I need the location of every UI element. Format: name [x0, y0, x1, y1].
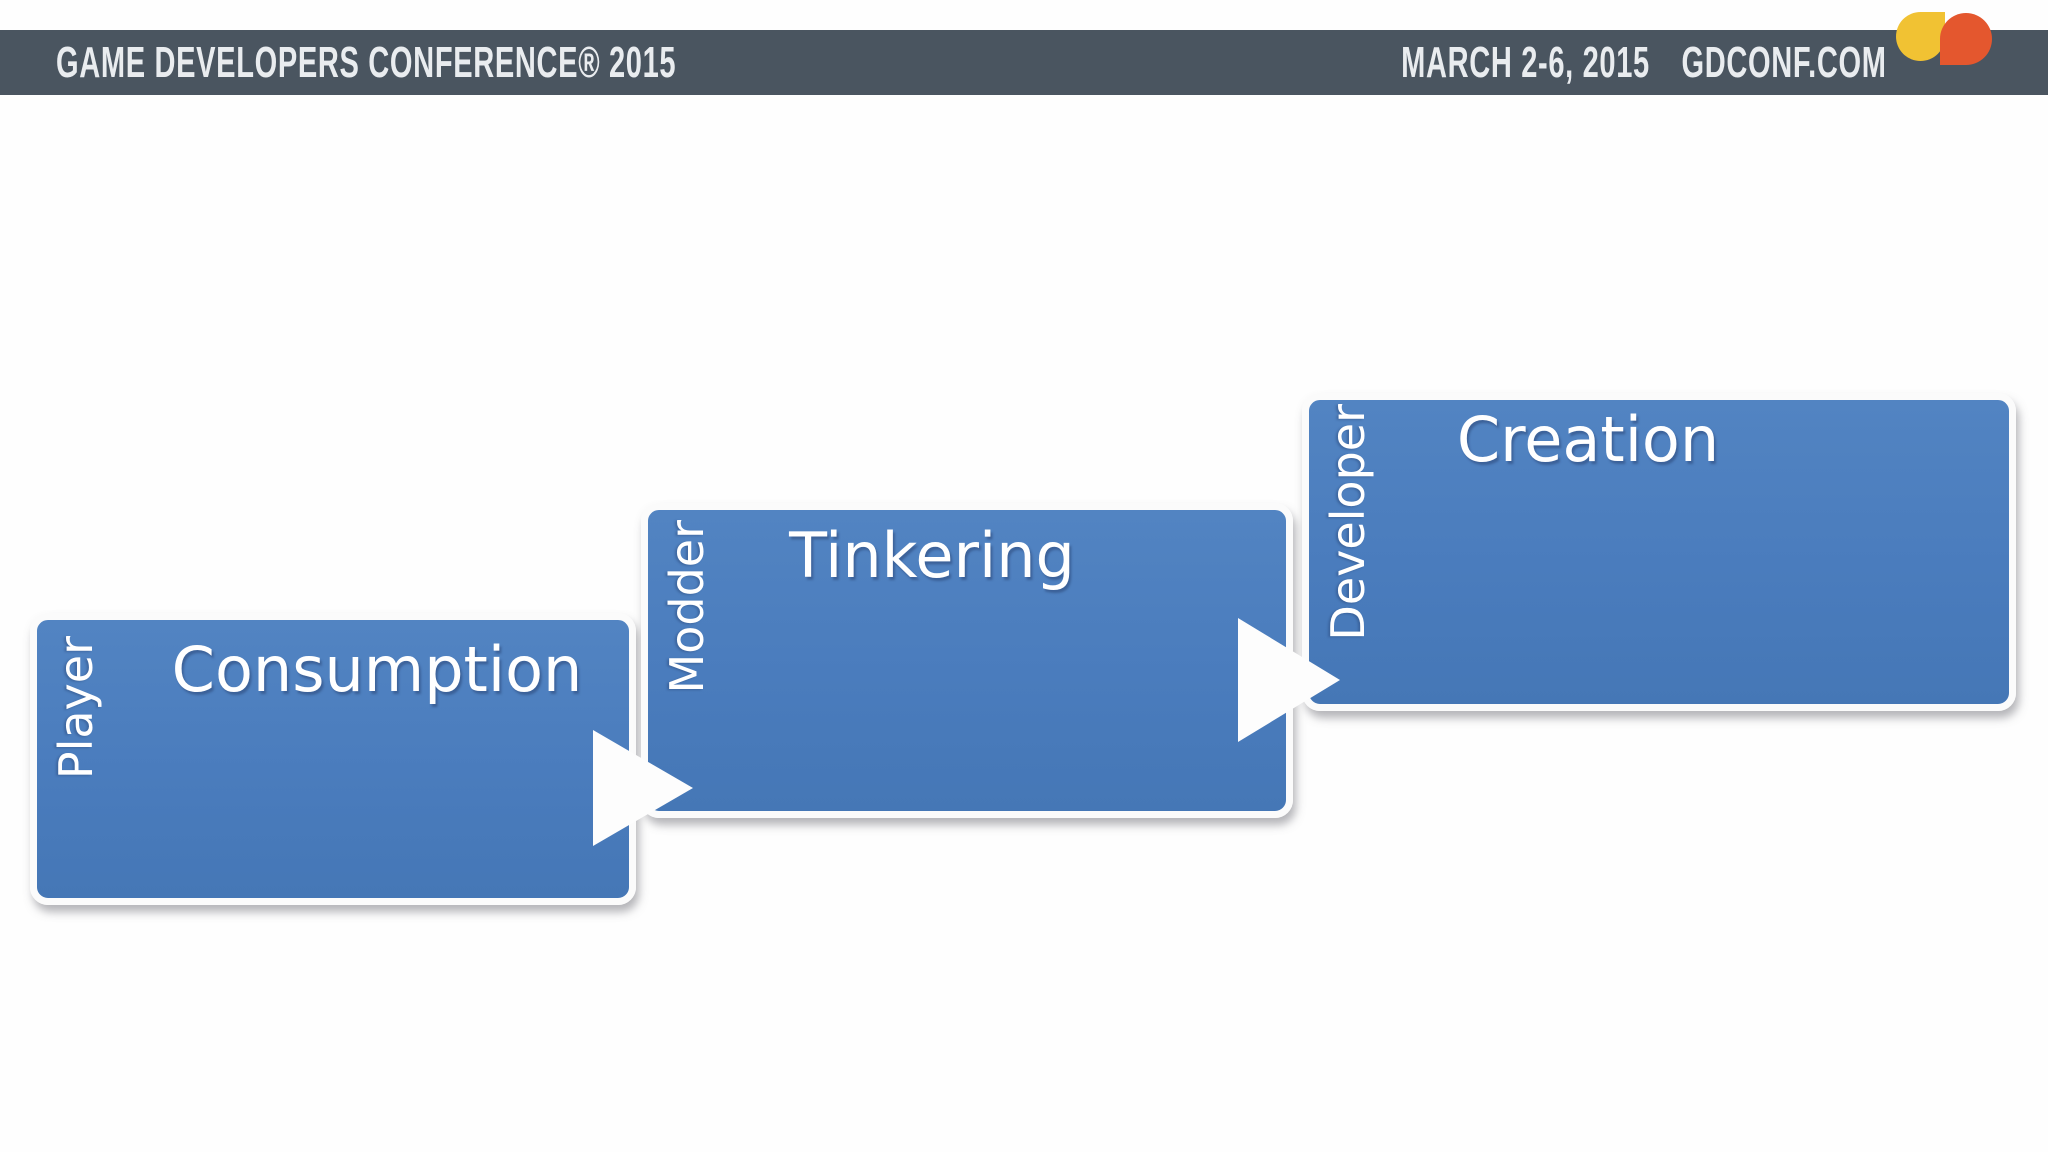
- step-title-consumption: Consumption: [171, 633, 583, 706]
- step-title-tinkering: Tinkering: [789, 519, 1075, 592]
- header-right: MARCH 2-6, 2015 GDCONF.COM: [1402, 30, 1887, 95]
- role-label-developer: Developer: [1321, 404, 1375, 641]
- conference-url: GDCONF.COM: [1681, 38, 1887, 87]
- gdc-logo-yellow-disc-icon: [1896, 12, 1945, 61]
- step-title-creation: Creation: [1456, 403, 1720, 476]
- step-box-creation: Developer Creation: [1302, 393, 2016, 711]
- header-bar: GAME DEVELOPERS CONFERENCE® 2015 MARCH 2…: [0, 30, 2048, 95]
- step-box-consumption: Player Consumption: [30, 613, 636, 905]
- step-box-tinkering: Modder Tinkering: [641, 503, 1293, 818]
- gdc-logo-orange-disc-icon: [1940, 13, 1992, 65]
- gdc-logo: [1890, 0, 2010, 70]
- conference-title: GAME DEVELOPERS CONFERENCE® 2015: [56, 38, 677, 87]
- conference-dates: MARCH 2-6, 2015: [1401, 38, 1651, 87]
- role-label-modder: Modder: [660, 520, 714, 694]
- role-label-player: Player: [49, 636, 103, 780]
